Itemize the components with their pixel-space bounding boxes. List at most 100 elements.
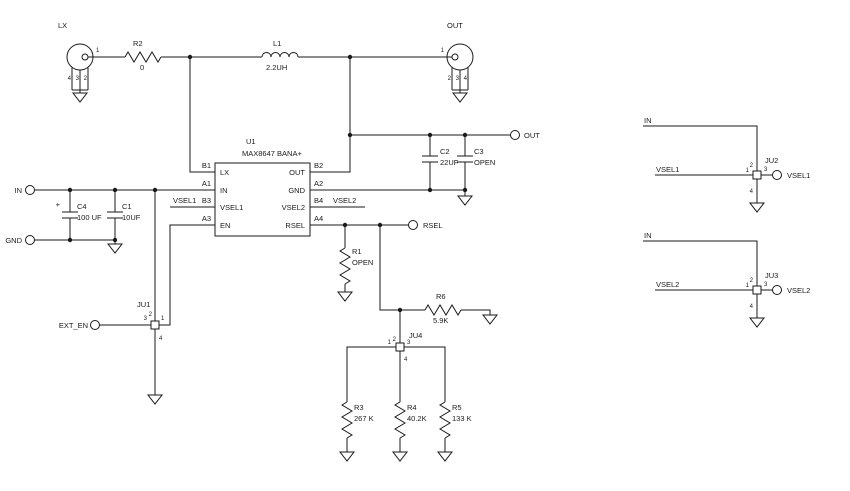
u1-pin-name: OUT: [289, 168, 305, 177]
lx-pin1-label: 1: [96, 48, 100, 54]
resistor-r1: [339, 247, 351, 285]
wires: [34, 56, 773, 452]
r6-value: 5.9K: [433, 316, 448, 325]
out-gnd-pin-label: 3: [456, 76, 460, 82]
wire-top-rail: [93, 56, 511, 173]
ju3-pin-label: 1: [746, 283, 750, 289]
u1-pin-designator: A1: [202, 179, 211, 188]
net-label-vsel1: VSEL1: [173, 196, 196, 205]
junction-dot: [187, 54, 193, 60]
resistor-r5: [439, 401, 451, 439]
u1-pin-name: IN: [220, 186, 228, 195]
u1-ref: U1: [246, 137, 256, 146]
ju3-pin-label: 4: [750, 304, 754, 310]
net-label-vsel2: VSEL2: [333, 196, 356, 205]
c1-ref: C1: [122, 202, 132, 211]
resistor-r2: [124, 51, 162, 63]
ju4-pin-label: 1: [388, 340, 392, 346]
out-connector-label: OUT: [447, 21, 463, 30]
jumper-ju3: [752, 285, 762, 295]
r1-value: OPEN: [352, 258, 373, 267]
ju2-pin-label: 4: [750, 189, 754, 195]
r4-ref: R4: [407, 403, 417, 412]
c3-value: OPEN: [474, 158, 495, 167]
ground-symbols: [72, 92, 765, 462]
in-terminal-label: IN: [15, 186, 23, 195]
lx-gnd-pin-label: 2: [84, 76, 88, 82]
junction-dot: [342, 222, 348, 228]
c2-ref: C2: [440, 147, 450, 156]
junction-dot: [462, 132, 468, 138]
lx-gnd-pin-label: 3: [76, 76, 80, 82]
ground-symbol: [147, 394, 163, 405]
u1-pin-designator: A3: [202, 214, 211, 223]
resistor-r6: [424, 304, 462, 316]
r1-ref: R1: [352, 247, 362, 256]
ju1-pin-label: 4: [159, 336, 163, 342]
ext-en-terminal-label: EXT_EN: [59, 321, 88, 330]
out-pin1-label: 1: [441, 48, 445, 54]
ju4-ref: JU4: [409, 331, 422, 340]
lx-gnd-pin-label: 4: [68, 76, 72, 82]
ground-symbol: [482, 314, 498, 325]
inductor-l1: [261, 52, 299, 58]
u1-pin-name: RSEL: [285, 221, 305, 230]
u1-pin-name: VSEL2: [282, 203, 305, 212]
junction-dot: [427, 132, 433, 138]
net-label-in-ju3: IN: [644, 231, 652, 240]
terminal-gnd: [25, 235, 35, 245]
wire-rsel-network: [310, 224, 491, 452]
r3-value: 267 K: [354, 414, 374, 423]
u1-pin-name: LX: [220, 168, 229, 177]
capacitor-c4: [61, 211, 79, 219]
ju1-ref: JU1: [137, 300, 150, 309]
terminal-out: [510, 130, 520, 140]
wire-ju2: [643, 125, 773, 203]
ic-u1-body: [214, 162, 311, 237]
net-label-vsel2-ju3: VSEL2: [656, 280, 679, 289]
jumper-ju4: [395, 342, 405, 352]
ground-symbol: [749, 202, 765, 213]
u1-pin-designator: A4: [314, 214, 323, 223]
u1-pin-designator: B1: [202, 161, 211, 170]
ground-symbol: [72, 92, 88, 103]
u1-pin-designator: B4: [314, 196, 323, 205]
ju3-ref: JU3: [765, 271, 778, 280]
resistor-r4: [394, 401, 406, 439]
ju2-ref: JU2: [765, 156, 778, 165]
r6-ref: R6: [436, 292, 446, 301]
c4-ref: C4: [77, 202, 87, 211]
wire-connector-gnd-pins: [71, 67, 469, 93]
u1-part-number: MAX8647 BANA+: [242, 149, 302, 158]
out-gnd-pin-label: 4: [464, 76, 468, 82]
gnd-terminal-label: GND: [5, 236, 22, 245]
junction-dot: [462, 187, 468, 193]
r4-value: 40.2K: [407, 414, 427, 423]
vsel1-terminal-label: VSEL1: [787, 171, 810, 180]
junction-dot: [397, 307, 403, 313]
c1-value: 10UF: [122, 213, 141, 222]
wire-input-rail: [34, 189, 215, 244]
terminal-in: [25, 185, 35, 195]
junction-dot: [67, 187, 73, 193]
junction-dot: [347, 132, 353, 138]
u1-pin-designator: B3: [202, 196, 211, 205]
junction-dot: [112, 237, 118, 243]
ju2-pin-label: 2: [750, 163, 754, 169]
ground-symbol: [107, 243, 123, 254]
out-connector: [446, 43, 474, 71]
capacitor-c2: [421, 155, 439, 163]
junction-dots: [67, 54, 468, 313]
junction-dot: [152, 187, 158, 193]
junction-dot: [347, 54, 353, 60]
ju2-pin-label: 3: [764, 167, 768, 173]
terminal-ext-en: [90, 320, 100, 330]
u1-pin-designator: B2: [314, 161, 323, 170]
ju3-pin-label: 2: [750, 278, 754, 284]
r5-value: 133 K: [452, 414, 472, 423]
c3-ref: C3: [474, 147, 484, 156]
l1-value: 2.2UH: [266, 63, 287, 72]
resistor-r3: [341, 401, 353, 439]
wire-out-caps: [310, 135, 466, 196]
